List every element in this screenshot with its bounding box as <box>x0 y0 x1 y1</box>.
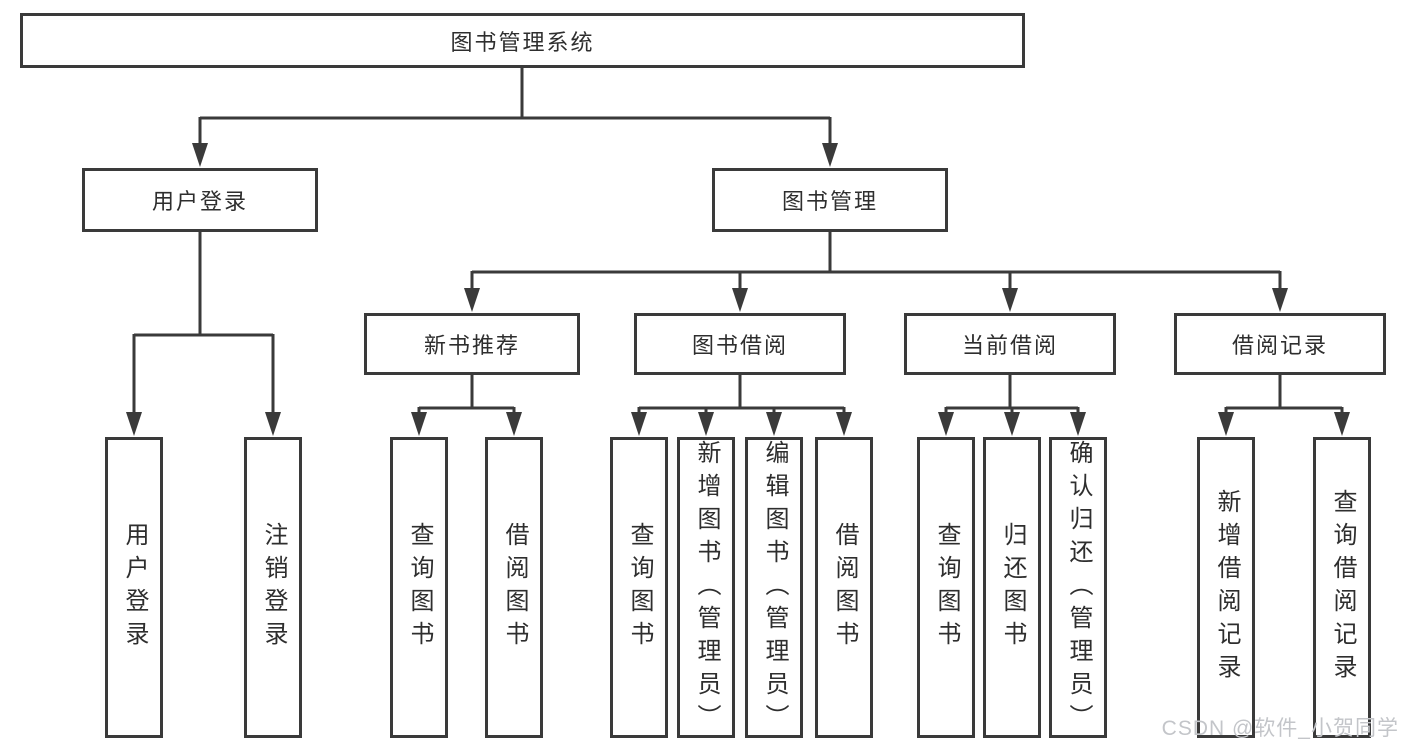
leaf-add-books-admin: 新增图书（管理员） <box>677 437 735 738</box>
arrow-down-icon <box>938 412 954 436</box>
connector-current-borrow-branch <box>944 375 1080 416</box>
leaf-add-borrow-record: 新增借阅记录 <box>1197 437 1255 738</box>
leaf-query-borrow-record: 查询借阅记录 <box>1313 437 1371 738</box>
arrow-down-icon <box>1004 412 1020 436</box>
connector-borrow-record-branch <box>1224 375 1344 416</box>
leaf-query-books-current: 查询图书 <box>917 437 975 738</box>
leaf-return-books: 归还图书 <box>983 437 1041 738</box>
node-label: 当前借阅 <box>961 333 1058 358</box>
leaf-label: 借阅图书 <box>831 521 858 654</box>
leaf-label: 编辑图书（管理员） <box>761 440 788 737</box>
node-label: 图书管理 <box>781 189 878 214</box>
node-library-management-system: 图书管理系统 <box>20 13 1025 68</box>
leaf-query-books-recommend: 查询图书 <box>390 437 448 738</box>
watermark: CSDN @软件_小贺同学 <box>1161 717 1399 740</box>
node-label: 图书借阅 <box>691 333 788 358</box>
leaf-edit-books-admin: 编辑图书（管理员） <box>745 437 803 738</box>
arrow-down-icon <box>836 412 852 436</box>
leaf-user-login: 用户登录 <box>105 437 163 738</box>
arrow-down-icon <box>192 143 208 167</box>
connector-book-borrow-branch <box>637 375 846 416</box>
leaf-label: 查询图书 <box>626 521 653 654</box>
leaf-label: 确认归还（管理员） <box>1065 440 1092 737</box>
arrow-down-icon <box>766 412 782 436</box>
arrow-down-icon <box>1272 288 1288 312</box>
leaf-borrow-books: 借阅图书 <box>815 437 873 738</box>
leaf-label: 查询图书 <box>406 521 433 654</box>
leaf-confirm-return-admin: 确认归还（管理员） <box>1049 437 1107 738</box>
connector-root-branch <box>198 68 832 146</box>
connector-book-mgmt-branch <box>470 232 1282 291</box>
arrow-down-icon <box>411 412 427 436</box>
arrow-down-icon <box>1002 288 1018 312</box>
leaf-query-books-borrow: 查询图书 <box>610 437 668 738</box>
arrow-down-icon <box>506 412 522 436</box>
node-label: 图书管理系统 <box>450 29 595 55</box>
arrow-down-icon <box>1070 412 1086 436</box>
arrow-down-icon <box>698 412 714 436</box>
node-label: 借阅记录 <box>1231 333 1328 358</box>
leaf-label: 用户登录 <box>121 521 148 654</box>
arrow-down-icon <box>732 288 748 312</box>
leaf-label: 归还图书 <box>999 521 1026 654</box>
arrow-down-icon <box>631 412 647 436</box>
node-current-borrowing: 当前借阅 <box>904 313 1116 375</box>
arrow-down-icon <box>464 288 480 312</box>
arrow-down-icon <box>1218 412 1234 436</box>
leaf-borrow-books-recommend: 借阅图书 <box>485 437 543 738</box>
leaf-label: 注销登录 <box>260 521 287 654</box>
connector-user-login-branch <box>132 232 275 416</box>
leaf-label: 查询图书 <box>933 521 960 654</box>
leaf-label: 借阅图书 <box>501 521 528 654</box>
connector-new-book-branch <box>417 375 516 416</box>
arrow-down-icon <box>822 143 838 167</box>
node-label: 用户登录 <box>151 189 248 214</box>
leaf-logout: 注销登录 <box>244 437 302 738</box>
leaf-label: 查询借阅记录 <box>1329 488 1356 687</box>
arrow-down-icon <box>126 412 142 436</box>
node-book-management: 图书管理 <box>712 168 948 232</box>
leaf-label: 新增图书（管理员） <box>693 440 720 737</box>
arrow-down-icon <box>1334 412 1350 436</box>
node-new-book-recommendation: 新书推荐 <box>364 313 580 375</box>
node-user-login: 用户登录 <box>82 168 318 232</box>
node-book-borrowing: 图书借阅 <box>634 313 846 375</box>
leaf-label: 新增借阅记录 <box>1213 488 1240 687</box>
arrow-down-icon <box>265 412 281 436</box>
node-borrowing-records: 借阅记录 <box>1174 313 1386 375</box>
node-label: 新书推荐 <box>423 333 520 358</box>
